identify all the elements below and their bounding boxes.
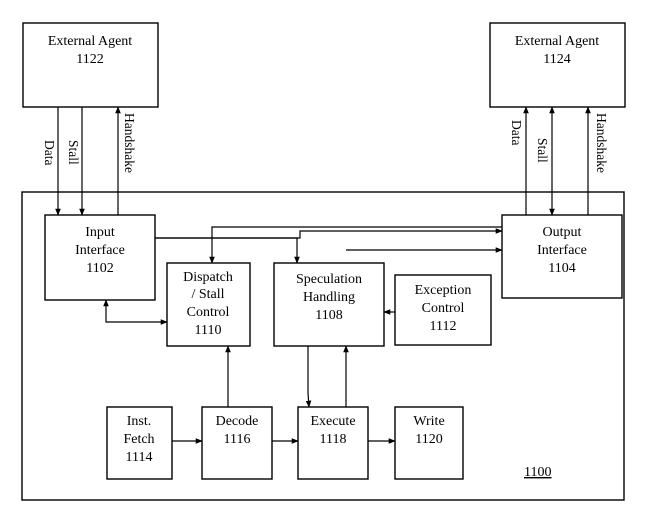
- svg-text:/ Stall: / Stall: [191, 287, 224, 302]
- system-ref-label: 1100: [524, 465, 551, 480]
- output-interface-1104: Output Interface 1104: [501, 214, 623, 299]
- svg-text:Control: Control: [187, 305, 230, 320]
- svg-text:Write: Write: [413, 414, 444, 429]
- inst-fetch-1114: Inst. Fetch 1114: [106, 406, 173, 480]
- handshake-signal-label-left: Handshake: [122, 113, 137, 173]
- stall-signal-label-left: Stall: [66, 140, 81, 165]
- svg-text:Handling: Handling: [303, 290, 355, 305]
- svg-text:Exception: Exception: [415, 283, 472, 298]
- dispatch-stall-control-1110: Dispatch / Stall Control 1110: [166, 262, 251, 347]
- svg-text:1108: 1108: [315, 308, 342, 323]
- write-1120: Write 1120: [394, 406, 464, 480]
- external-agent-1122: External Agent 1122: [22, 22, 159, 108]
- stall-signal-label-right: Stall: [535, 138, 550, 163]
- input-dispatch-bidirectional-arrow: [103, 299, 168, 325]
- svg-text:Execute: Execute: [310, 414, 355, 429]
- input-to-output-arrow: [155, 228, 503, 239]
- data-signal-label-left: Data: [42, 140, 57, 165]
- svg-text:Interface: Interface: [537, 243, 587, 258]
- svg-text:1112: 1112: [430, 319, 457, 334]
- data-signal-label-right: Data: [509, 120, 524, 145]
- svg-text:1120: 1120: [415, 432, 442, 447]
- svg-text:Input: Input: [85, 225, 115, 240]
- svg-text:Control: Control: [422, 301, 465, 316]
- svg-text:1114: 1114: [126, 450, 153, 465]
- svg-text:Interface: Interface: [75, 243, 125, 258]
- svg-text:1102: 1102: [86, 261, 113, 276]
- svg-text:1110: 1110: [195, 323, 222, 338]
- input-interface-1102: Input Interface 1102: [44, 214, 156, 301]
- speculation-handling-1108: Speculation Handling 1108: [273, 262, 385, 347]
- svg-text:1116: 1116: [224, 432, 251, 447]
- svg-text:Dispatch: Dispatch: [183, 270, 233, 285]
- svg-text:Decode: Decode: [216, 414, 259, 429]
- svg-text:1122: 1122: [76, 52, 103, 67]
- svg-text:1118: 1118: [320, 432, 347, 447]
- svg-text:1104: 1104: [548, 261, 575, 276]
- decode-1116: Decode 1116: [201, 406, 273, 480]
- svg-text:Inst.: Inst.: [127, 414, 152, 429]
- external-agent-1124: External Agent 1124: [489, 22, 626, 108]
- exception-control-1112: Exception Control 1112: [394, 274, 492, 346]
- svg-text:Speculation: Speculation: [296, 272, 362, 287]
- input-to-speculation-arrow: [155, 237, 300, 264]
- speculation-to-execute-arrow: [305, 346, 312, 408]
- svg-text:External Agent: External Agent: [48, 34, 132, 49]
- output-to-dispatch-arrow: [209, 226, 502, 264]
- handshake-signal-label-right: Handshake: [594, 113, 609, 173]
- svg-text:Output: Output: [543, 225, 582, 240]
- execute-1118: Execute 1118: [297, 406, 369, 480]
- svg-text:Fetch: Fetch: [123, 432, 154, 447]
- svg-text:External Agent: External Agent: [515, 34, 599, 49]
- system-frame-1100: [21, 191, 625, 501]
- svg-text:1124: 1124: [543, 52, 570, 67]
